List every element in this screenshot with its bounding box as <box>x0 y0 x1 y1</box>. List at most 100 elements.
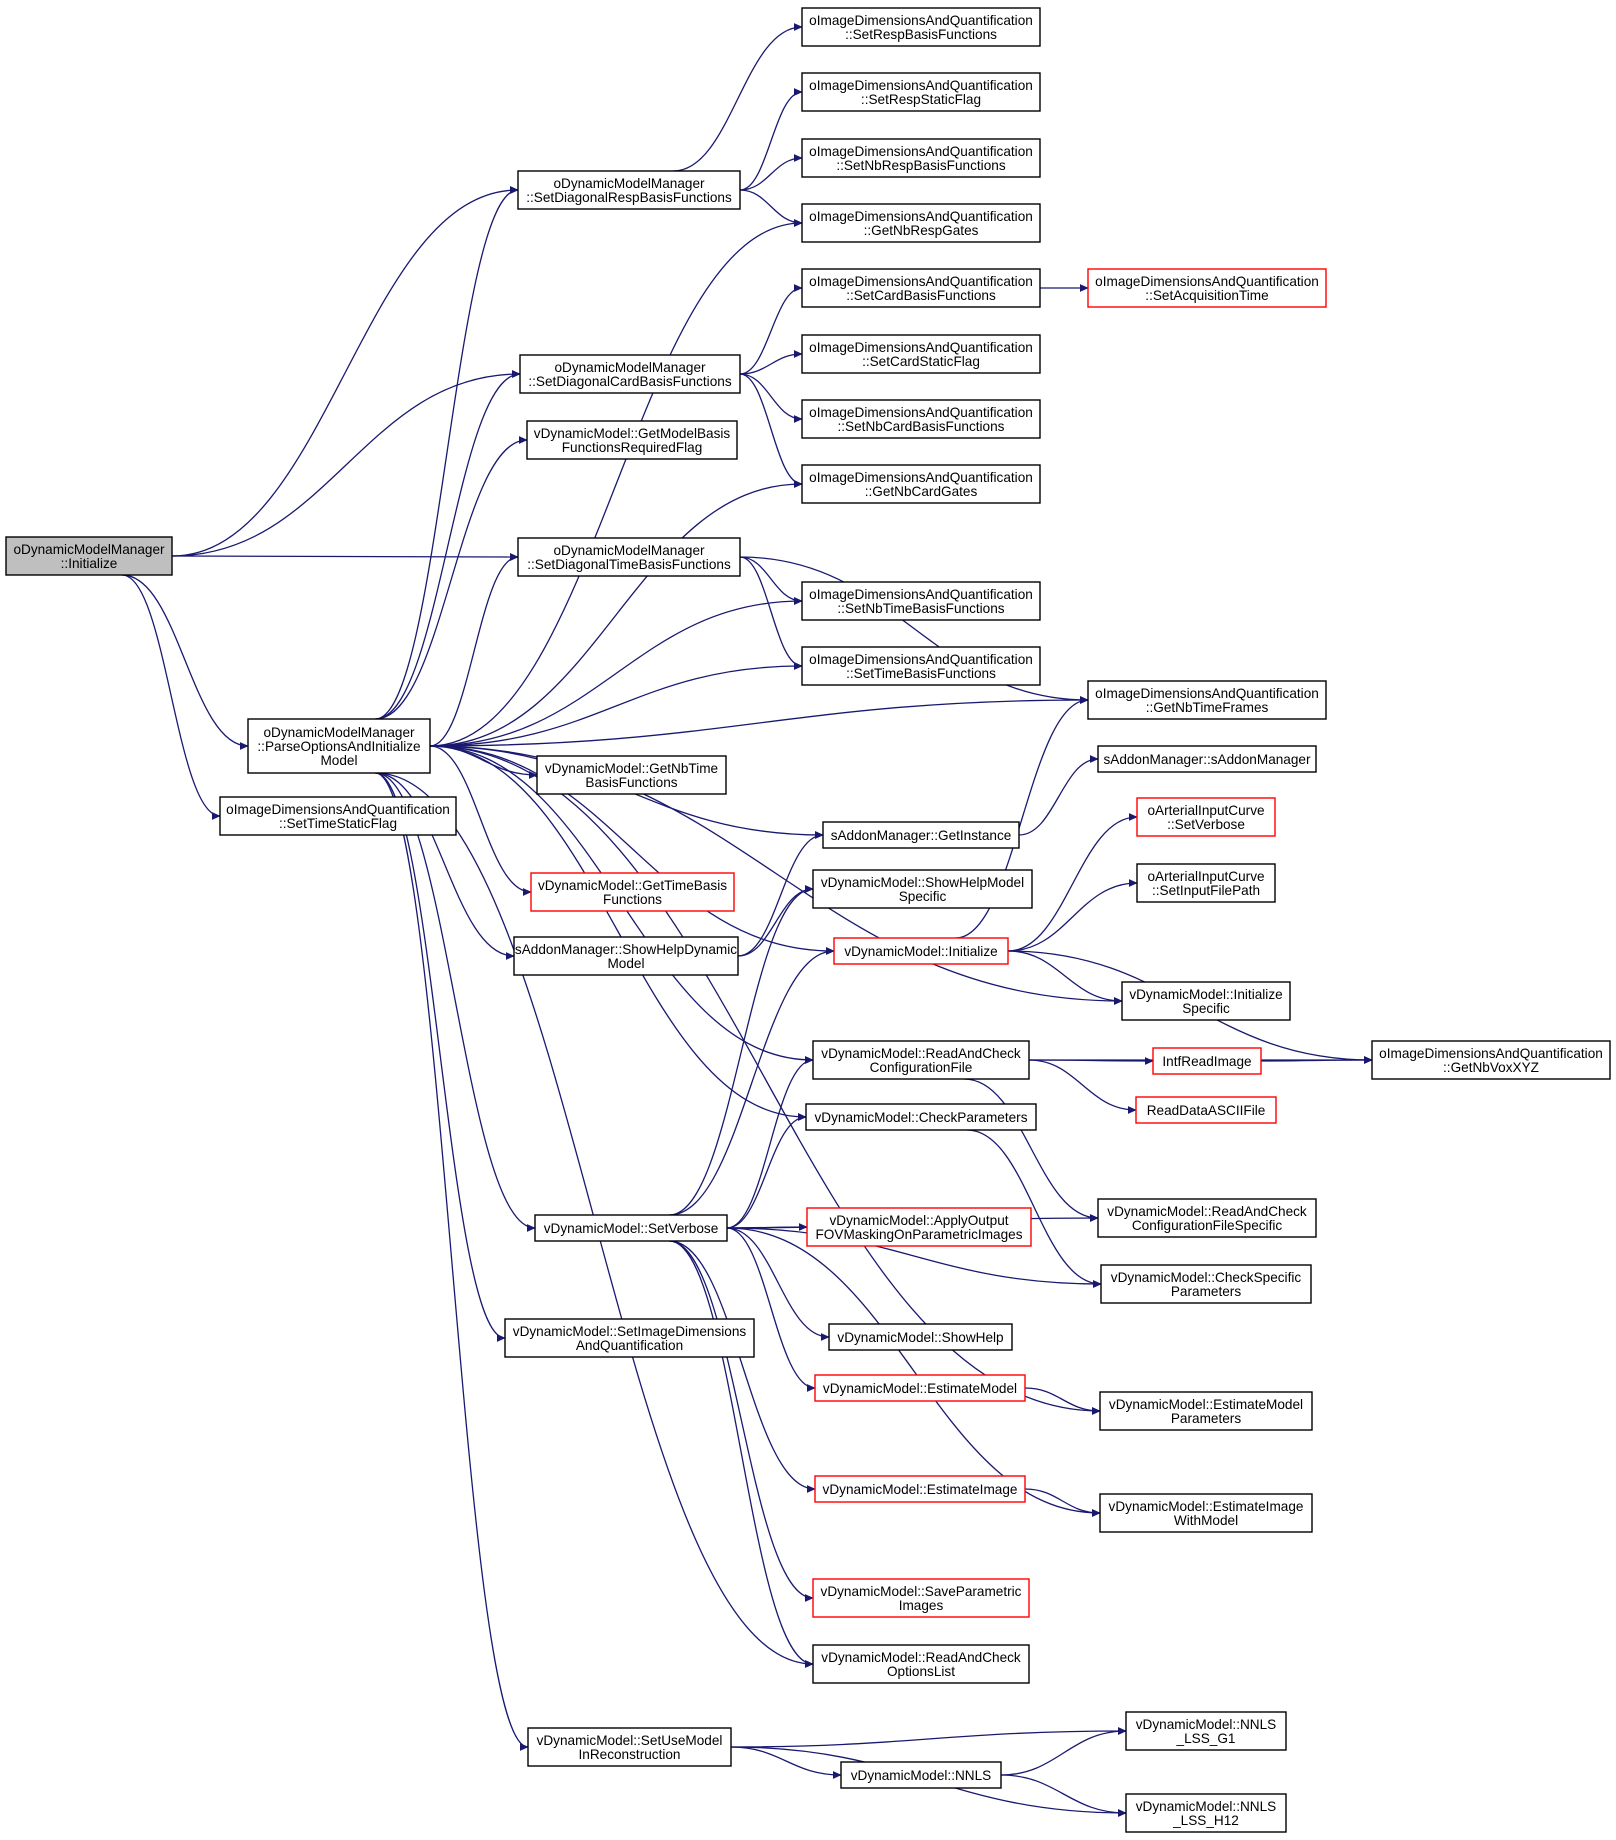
node-label-line: vDynamicModel::GetTimeBasis <box>538 878 727 893</box>
edge-layer <box>122 27 1372 1813</box>
graph-node-setacqtime[interactable]: oImageDimensionsAndQuantification::SetAc… <box>1087 268 1327 308</box>
graph-node-setnbtimebasis[interactable]: oImageDimensionsAndQuantification::SetNb… <box>801 581 1041 621</box>
graph-node-getnbrespgates[interactable]: oImageDimensionsAndQuantification::GetNb… <box>801 203 1041 243</box>
graph-node-applyoutputfov[interactable]: vDynamicModel::ApplyOutputFOVMaskingOnPa… <box>806 1207 1032 1247</box>
node-label-line: vDynamicModel::GetModelBasis <box>534 426 731 441</box>
graph-node-parseopts[interactable]: oDynamicModelManager::ParseOptionsAndIni… <box>247 718 431 774</box>
node-label-line: _LSS_H12 <box>1172 1813 1239 1828</box>
graph-node-setdiagtime[interactable]: oDynamicModelManager::SetDiagonalTimeBas… <box>517 537 741 577</box>
graph-node-intfreadimage[interactable]: IntfReadImage <box>1152 1047 1262 1075</box>
graph-node-nnlsg1[interactable]: vDynamicModel::NNLS_LSS_G1 <box>1125 1711 1287 1751</box>
graph-node-setdiagresp[interactable]: oDynamicModelManager::SetDiagonalRespBas… <box>517 170 741 210</box>
node-label-line: ConfigurationFile <box>870 1060 973 1075</box>
graph-node-readdataascii[interactable]: ReadDataASCIIFile <box>1135 1096 1277 1124</box>
graph-node-saddonctor[interactable]: sAddonManager::sAddonManager <box>1097 745 1317 773</box>
node-label-line: ::SetDiagonalRespBasisFunctions <box>526 190 732 205</box>
node-box <box>814 1374 1026 1402</box>
node-label-line: sAddonManager::sAddonManager <box>1103 752 1311 767</box>
graph-node-readcheckconfig[interactable]: vDynamicModel::ReadAndCheckConfiguration… <box>812 1040 1030 1080</box>
node-box <box>219 796 457 836</box>
edge-setverbose-to-showhelpmodelspec <box>669 889 813 1216</box>
node-box <box>247 718 431 774</box>
node-label-line: ::SetDiagonalCardBasisFunctions <box>528 374 731 389</box>
edge-setdiagresp-to-getnbrespgates <box>739 189 802 223</box>
node-box <box>1087 268 1327 308</box>
graph-node-setcardstatic[interactable]: oImageDimensionsAndQuantification::SetCa… <box>801 334 1041 374</box>
node-box <box>526 420 738 460</box>
node-box <box>519 354 741 394</box>
graph-node-checkparams[interactable]: vDynamicModel::CheckParameters <box>805 1103 1037 1131</box>
node-label-line: vDynamicModel::NNLS <box>1136 1717 1277 1732</box>
node-label-line: ::GetNbCardGates <box>865 484 978 499</box>
node-box <box>812 869 1033 909</box>
graph-node-setdiagcard[interactable]: oDynamicModelManager::SetDiagonalCardBas… <box>519 354 741 394</box>
graph-node-showhelp[interactable]: vDynamicModel::ShowHelp <box>828 1323 1013 1351</box>
graph-node-settimestatic[interactable]: oImageDimensionsAndQuantification::SetTi… <box>219 796 457 836</box>
graph-node-aicsetverbose[interactable]: oArterialInputCurve::SetVerbose <box>1136 797 1276 837</box>
graph-node-aicsetinput[interactable]: oArterialInputCurve::SetInputFilePath <box>1136 863 1276 903</box>
edge-estimatemodel-to-estimatemodelparams <box>1024 1387 1100 1411</box>
node-label-line: oArterialInputCurve <box>1147 869 1264 884</box>
graph-node-estimateimage[interactable]: vDynamicModel::EstimateImage <box>814 1475 1026 1503</box>
node-box <box>801 646 1041 686</box>
graph-node-init[interactable]: oDynamicModelManager::Initialize <box>5 536 173 576</box>
graph-node-getnbcardgates[interactable]: oImageDimensionsAndQuantification::GetNb… <box>801 464 1041 504</box>
node-label-line: ::SetNbCardBasisFunctions <box>838 419 1005 434</box>
graph-node-nnls[interactable]: vDynamicModel::NNLS <box>840 1761 1002 1789</box>
graph-node-nnlsh12[interactable]: vDynamicModel::NNLS_LSS_H12 <box>1125 1793 1287 1833</box>
graph-node-getnbtimeframes[interactable]: oImageDimensionsAndQuantification::GetNb… <box>1087 680 1327 720</box>
node-label-line: oDynamicModelManager <box>553 543 705 558</box>
graph-node-estimatemodel[interactable]: vDynamicModel::EstimateModel <box>814 1374 1026 1402</box>
node-label-line: oImageDimensionsAndQuantification <box>1095 274 1319 289</box>
graph-node-setrespbasis[interactable]: oImageDimensionsAndQuantification::SetRe… <box>801 7 1041 47</box>
node-box <box>1135 1096 1277 1124</box>
graph-node-setimagedims[interactable]: vDynamicModel::SetImageDimensionsAndQuan… <box>504 1318 755 1358</box>
edge-setverbose-to-vdminit <box>669 951 834 1216</box>
node-label-line: vDynamicModel::SetImageDimensions <box>513 1324 747 1339</box>
node-label-line: vDynamicModel::ShowHelp <box>837 1330 1003 1345</box>
edge-setverbose-to-estimatemodel <box>726 1227 815 1388</box>
graph-node-settimebasis[interactable]: oImageDimensionsAndQuantification::SetTi… <box>801 646 1041 686</box>
graph-node-setusemodel[interactable]: vDynamicModel::SetUseModelInReconstructi… <box>527 1727 732 1767</box>
node-label-line: vDynamicModel::EstimateImage <box>823 1482 1018 1497</box>
node-label-line: ::GetNbTimeFrames <box>1146 700 1269 715</box>
graph-node-vdminit[interactable]: vDynamicModel::Initialize <box>833 937 1009 965</box>
graph-node-setverbose[interactable]: vDynamicModel::SetVerbose <box>534 1214 728 1242</box>
edge-parseopts-to-vdminit <box>429 745 834 951</box>
node-box <box>5 536 173 576</box>
graph-node-setcardbasis[interactable]: oImageDimensionsAndQuantification::SetCa… <box>801 268 1041 308</box>
edge-parseopts-to-gettimebasis <box>429 745 531 892</box>
node-label-line: oImageDimensionsAndQuantification <box>809 209 1033 224</box>
graph-node-readcheckconfigspec[interactable]: vDynamicModel::ReadAndCheckConfiguration… <box>1097 1198 1317 1238</box>
edge-setdiagresp-to-setnbrespbasis <box>739 158 802 191</box>
graph-node-getmodelbasisreq[interactable]: vDynamicModel::GetModelBasisFunctionsReq… <box>526 420 738 460</box>
node-label-line: Parameters <box>1171 1411 1241 1426</box>
graph-node-getnbvoxxyz[interactable]: oImageDimensionsAndQuantification::GetNb… <box>1371 1040 1611 1080</box>
node-box <box>1371 1040 1611 1080</box>
node-label-line: vDynamicModel::EstimateModel <box>1109 1397 1303 1412</box>
edge-setusemodel-to-nnlsg1 <box>730 1731 1126 1748</box>
edge-showhelpdyn-to-getinstance <box>737 835 823 957</box>
graph-node-setnbcardbasis[interactable]: oImageDimensionsAndQuantification::SetNb… <box>801 399 1041 439</box>
edge-vdminit-to-aicsetinput <box>1007 883 1137 952</box>
graph-node-setrespstatic[interactable]: oImageDimensionsAndQuantification::SetRe… <box>801 72 1041 112</box>
node-label-line: ::SetRespStaticFlag <box>861 92 981 107</box>
node-box <box>527 1727 732 1767</box>
node-label-line: Functions <box>603 892 662 907</box>
node-box <box>801 334 1041 374</box>
node-label-line: ::SetInputFilePath <box>1152 883 1260 898</box>
node-label-line: ::SetNbRespBasisFunctions <box>836 158 1005 173</box>
graph-node-setnbrespbasis[interactable]: oImageDimensionsAndQuantification::SetNb… <box>801 138 1041 178</box>
node-label-line: oImageDimensionsAndQuantification <box>809 274 1033 289</box>
graph-node-getinstance[interactable]: sAddonManager::GetInstance <box>822 821 1020 849</box>
